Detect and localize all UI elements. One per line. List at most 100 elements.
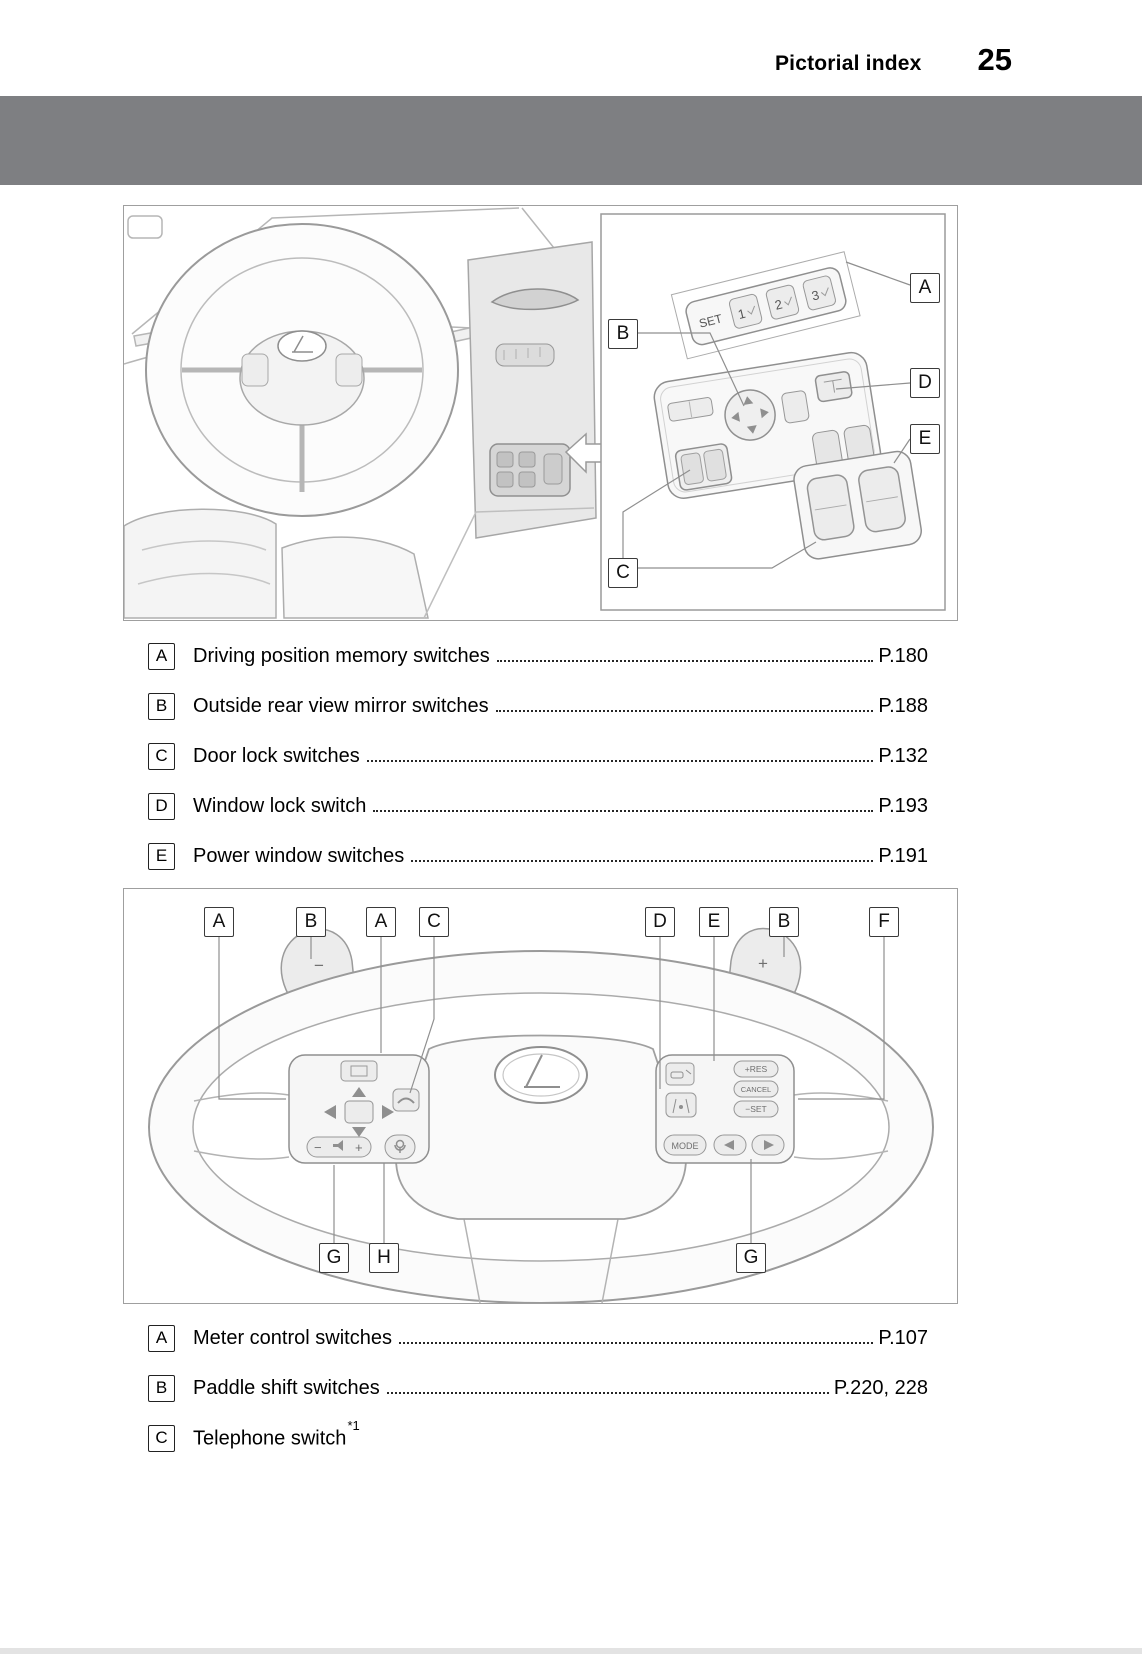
distance-button bbox=[665, 1062, 695, 1086]
meter-control-pad bbox=[324, 1087, 394, 1137]
telephone-button bbox=[392, 1088, 420, 1112]
legend-item: C Door lock switches P.132 bbox=[148, 731, 928, 781]
steering-switch-legend: A Meter control switches P.107 B Paddle … bbox=[148, 1313, 928, 1463]
callout-b-letter: B bbox=[616, 323, 630, 344]
driving-position-memory-panel: SET 1 2 3 bbox=[670, 251, 861, 360]
callout-leader-lines bbox=[218, 937, 885, 1243]
lexus-logo bbox=[277, 330, 327, 362]
figure-interior-switches: SET 1 2 3 bbox=[123, 205, 958, 621]
callout-a: A bbox=[910, 273, 940, 303]
callout-a2: A bbox=[366, 907, 396, 937]
page-bottom-edge bbox=[0, 1648, 1142, 1654]
memory-button-1 bbox=[728, 293, 763, 329]
legend-label: Telephone switch*1 bbox=[193, 1418, 360, 1451]
callout-a1: A bbox=[204, 907, 234, 937]
volume-switch: − + bbox=[306, 1136, 372, 1158]
mode-button bbox=[663, 1134, 707, 1156]
legend-page-ref: P.220, 228 bbox=[833, 1376, 928, 1399]
callout-a-letter: A bbox=[918, 277, 932, 298]
memory-button-3 bbox=[802, 275, 836, 311]
legend-item: D Window lock switch P.193 bbox=[148, 781, 928, 831]
legend-item: A Driving position memory switches P.180 bbox=[148, 631, 928, 681]
talk-button bbox=[384, 1134, 416, 1160]
callout-g1: G bbox=[319, 1243, 349, 1273]
legend-page-ref: P.132 bbox=[878, 744, 928, 767]
left-paddle-label: − bbox=[314, 956, 324, 975]
chapter-banner bbox=[0, 96, 1142, 185]
legend-key: C bbox=[148, 742, 175, 770]
callout-d: D bbox=[910, 368, 940, 398]
legend-label-text: Telephone switch bbox=[193, 1427, 347, 1450]
interior-illustration: SET 1 2 3 bbox=[124, 207, 946, 619]
set-button bbox=[733, 1100, 779, 1118]
dot-leader bbox=[386, 1392, 829, 1394]
legend-key: B bbox=[148, 692, 175, 720]
callout-leader-lines bbox=[622, 261, 911, 569]
legend-label: Driving position memory switches bbox=[193, 644, 490, 667]
seat-sketch bbox=[124, 507, 595, 619]
callout-d-letter: D bbox=[918, 372, 932, 393]
callout-d: D bbox=[645, 907, 675, 937]
legend-label: Paddle shift switches bbox=[193, 1376, 380, 1399]
door-switch-legend: A Driving position memory switches P.180… bbox=[148, 631, 928, 881]
callout-b: B bbox=[608, 319, 638, 349]
set-label: SET bbox=[698, 311, 725, 330]
legend-page-ref: P.191 bbox=[878, 844, 928, 867]
steering-wheel-sketch bbox=[145, 223, 459, 517]
dot-leader bbox=[366, 760, 874, 762]
mirror-adjust-pad bbox=[724, 389, 776, 441]
legend-key: C bbox=[148, 1424, 175, 1452]
door-trim-sketch bbox=[467, 241, 597, 539]
display-button bbox=[340, 1060, 378, 1082]
legend-item: B Outside rear view mirror switches P.18… bbox=[148, 681, 928, 731]
legend-page-ref: P.193 bbox=[878, 794, 928, 817]
callout-c-letter: C bbox=[427, 911, 441, 932]
airbag-pad bbox=[395, 1034, 687, 1220]
callout-d-letter: D bbox=[653, 911, 667, 932]
legend-item: E Power window switches P.191 bbox=[148, 831, 928, 881]
memory-button-2-label: 2 bbox=[773, 296, 784, 312]
page-number: 25 bbox=[977, 42, 1012, 77]
callout-f-letter: F bbox=[878, 911, 890, 932]
callout-b1: B bbox=[296, 907, 326, 937]
memory-button-1-label: 1 bbox=[736, 306, 747, 322]
callout-b1-letter: B bbox=[304, 911, 318, 932]
volume-plus-label: + bbox=[355, 1140, 363, 1155]
callout-e-letter: E bbox=[707, 911, 721, 932]
power-window-panel bbox=[793, 450, 922, 560]
callout-g2-letter: G bbox=[743, 1247, 759, 1268]
callout-e-letter: E bbox=[918, 428, 932, 449]
page-header: Pictorial index 25 bbox=[775, 42, 1012, 78]
memory-button-3-label: 3 bbox=[810, 287, 821, 303]
seek-buttons bbox=[713, 1134, 785, 1156]
right-switch-cluster: +RES CANCEL −SET MODE bbox=[655, 1054, 795, 1164]
callout-c: C bbox=[419, 907, 449, 937]
dot-leader bbox=[398, 1342, 874, 1344]
door-handle bbox=[490, 288, 580, 311]
header-section-title: Pictorial index bbox=[774, 52, 922, 75]
dot-leader bbox=[495, 710, 874, 712]
callout-a2-letter: A bbox=[374, 911, 388, 932]
footnote-marker: *1 bbox=[347, 1418, 360, 1434]
res-button bbox=[733, 1060, 779, 1078]
lexus-logo bbox=[494, 1046, 588, 1104]
legend-key: B bbox=[148, 1374, 175, 1402]
callout-h: H bbox=[369, 1243, 399, 1273]
res-label: +RES bbox=[745, 1064, 768, 1074]
left-switch-cluster: − + bbox=[288, 1054, 430, 1164]
callout-f: F bbox=[869, 907, 899, 937]
callout-c-letter: C bbox=[616, 562, 630, 583]
legend-key: A bbox=[148, 642, 175, 670]
legend-label: Window lock switch bbox=[193, 794, 367, 817]
callout-c: C bbox=[608, 558, 638, 588]
mode-label: MODE bbox=[672, 1141, 699, 1151]
legend-page-ref: P.188 bbox=[878, 694, 928, 717]
dot-leader bbox=[411, 860, 874, 862]
legend-label: Power window switches bbox=[193, 844, 405, 867]
callout-g1-letter: G bbox=[326, 1247, 342, 1268]
dot-leader bbox=[496, 660, 874, 662]
lane-assist-button bbox=[665, 1092, 697, 1118]
figure-steering-switches: − + bbox=[123, 888, 958, 1304]
legend-label: Door lock switches bbox=[193, 744, 360, 767]
